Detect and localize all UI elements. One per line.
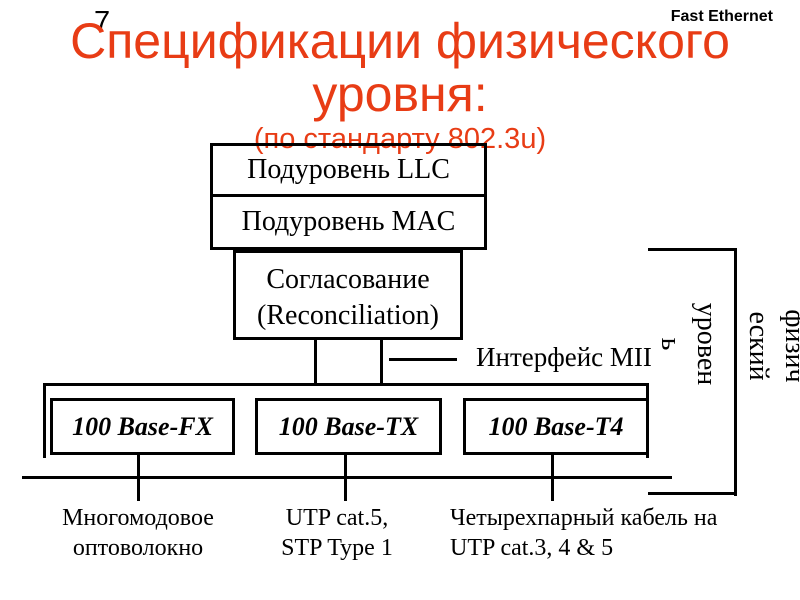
cable-label-tx: UTP cat.5, STP Type 1	[242, 503, 432, 563]
slide-title: Спецификации физического уровня:	[0, 15, 800, 121]
llc-sublayer-box: Подуровень LLC	[210, 143, 487, 197]
phy-box-100base-t4: 100 Base-T4	[463, 398, 649, 455]
cable-label-fx-line2: оптоволокно	[72, 535, 204, 561]
page-number: 7	[94, 6, 111, 38]
phy-box-100base-tx-label: 100 Base-TX	[278, 411, 419, 441]
reconciliation-label-line1: Согласование	[266, 264, 430, 295]
mac-sublayer-box: Подуровень MAC	[210, 194, 487, 250]
phy-box-100base-tx: 100 Base-TX	[255, 398, 442, 455]
fast-ethernet-label: Fast Ethernet	[670, 8, 773, 25]
cable-label-t4: Четырехпарный кабель на UTP cat.3, 4 & 5	[450, 503, 760, 563]
reconciliation-box: Согласование (Reconciliation)	[233, 250, 463, 340]
mii-interface-label: Интерфейс MII	[476, 342, 652, 372]
layer-bracket-right	[734, 248, 737, 496]
phy-box-100base-fx: 100 Base-FX	[50, 398, 235, 455]
physical-layer-side-label-physical: физический	[743, 309, 800, 383]
cable-label-fx-line1: Многомодовое	[62, 505, 214, 531]
phy-box-100base-fx-label: 100 Base-FX	[72, 411, 213, 441]
cable-label-t4-line1: Четырехпарный кабель на	[450, 505, 718, 531]
llc-sublayer-label: Подуровень LLC	[247, 154, 450, 185]
layer-bracket-bottom	[648, 492, 737, 495]
reconciliation-label-line2: (Reconciliation)	[257, 300, 439, 331]
physical-layer-side-label-level: уровень	[655, 302, 722, 386]
mii-connector-line-left	[314, 338, 317, 385]
slide-subtitle: (по стандарту 802.3u)	[253, 123, 547, 155]
mii-connector-line-right	[380, 338, 383, 385]
cable-label-tx-line2: STP Type 1	[281, 535, 393, 561]
slide-title-line2: уровня:	[312, 66, 488, 122]
cable-label-fx: Многомодовое оптоволокно	[38, 503, 238, 563]
mii-pointer-line	[389, 358, 457, 361]
cable-label-t4-line2: UTP cat.3, 4 & 5	[450, 535, 614, 561]
mac-sublayer-label: Подуровень MAC	[241, 206, 456, 237]
layer-bracket-top	[648, 248, 737, 251]
cable-label-tx-line1: UTP cat.5,	[285, 505, 389, 531]
slide-title-line1: Спецификации физического	[70, 13, 730, 69]
phy-box-100base-t4-label: 100 Base-T4	[488, 411, 624, 441]
cable-bus-line	[22, 476, 672, 479]
